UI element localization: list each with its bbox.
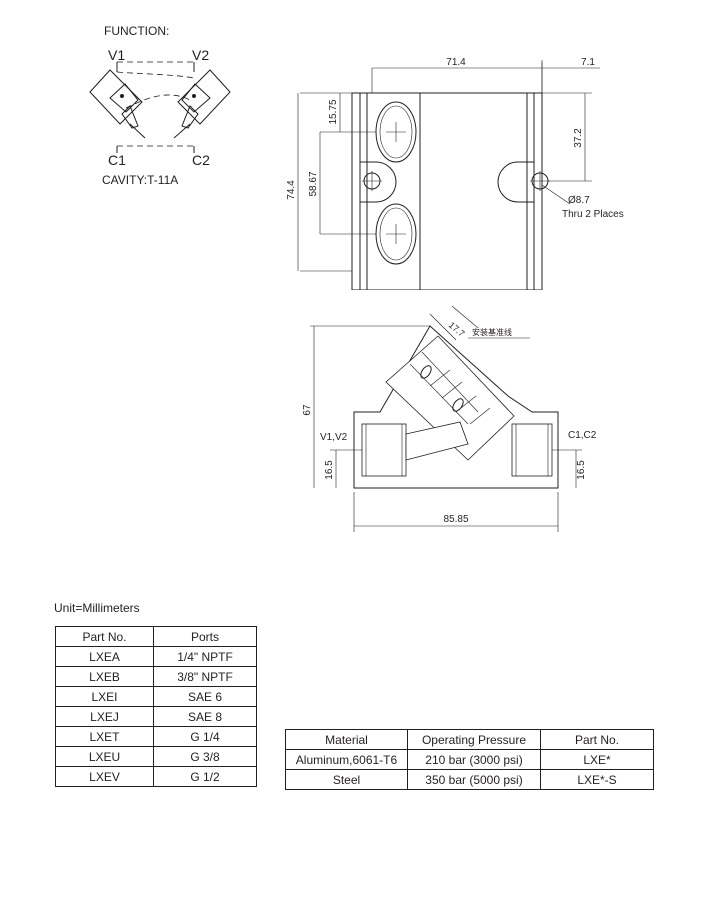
ports-table-header: Part No. Ports <box>55 626 257 647</box>
material-cell: Aluminum,6061-T6 <box>285 749 408 770</box>
dim-port-offset: 15.75 <box>328 99 339 124</box>
port-c2-label: C2 <box>192 152 210 168</box>
ports-cell: G 1/4 <box>153 726 257 747</box>
material-cell: Steel <box>285 769 408 790</box>
hole-dia: Ø8.7 <box>568 195 590 206</box>
hole-note: Thru 2 Places <box>562 209 624 220</box>
pressure-cell: 350 bar (5000 psi) <box>407 769 541 790</box>
function-label: FUNCTION: <box>104 24 170 38</box>
section-port-right: C1,C2 <box>568 430 597 441</box>
header-part-no: Part No. <box>540 729 654 750</box>
dim-height: 74.4 <box>286 180 297 200</box>
ports-cell: G 3/8 <box>153 746 257 767</box>
part-no-cell: LXE* <box>540 749 654 770</box>
section-dim-cavity: 17.7 <box>447 320 467 339</box>
dim-edge: 7.1 <box>581 57 595 68</box>
part-no-cell: LXEJ <box>55 706 154 727</box>
part-no-cell: LXEB <box>55 666 154 687</box>
part-no-cell: LXEU <box>55 746 154 767</box>
section-dim-port-left: 16.5 <box>324 460 335 480</box>
ports-cell: SAE 6 <box>153 686 257 707</box>
part-no-cell: LXEV <box>55 766 154 787</box>
section-datum-note: 安装基准线 <box>472 327 512 337</box>
section-port-left: V1,V2 <box>320 432 348 443</box>
ports-cell: SAE 8 <box>153 706 257 727</box>
pressure-cell: 210 bar (3000 psi) <box>407 749 541 770</box>
section-dim-length: 85.85 <box>443 514 468 525</box>
header-part-no: Part No. <box>55 626 154 647</box>
material-table: Material Operating Pressure Part No. Alu… <box>285 729 654 790</box>
header-ports: Ports <box>153 626 257 647</box>
part-no-cell: LXET <box>55 726 154 747</box>
ports-cell: G 1/2 <box>153 766 257 787</box>
unit-note: Unit=Millimeters <box>54 601 140 615</box>
part-no-cell: LXEA <box>55 646 154 667</box>
section-dim-port-right: 16.5 <box>576 460 587 480</box>
ports-cell: 3/8" NPTF <box>153 666 257 687</box>
dim-port-spacing: 58.67 <box>308 171 319 196</box>
ports-cell: 1/4" NPTF <box>153 646 257 667</box>
dim-hole-offset: 37.2 <box>573 128 584 148</box>
front-view-drawing: 71.4 7.1 74.4 58.67 15.75 37.2 Ø8.7 Thru… <box>286 57 624 290</box>
part-no-cell: LXE*-S <box>540 769 654 790</box>
material-table-header: Material Operating Pressure Part No. <box>285 729 654 750</box>
port-c1-label: C1 <box>108 152 126 168</box>
header-operating-pressure: Operating Pressure <box>407 729 541 750</box>
port-v2-label: V2 <box>192 47 209 63</box>
section-dim-height: 67 <box>302 404 313 416</box>
section-view-drawing: 67 16.5 V1,V2 16.5 C1,C2 85.85 17.7 安装基准… <box>302 305 597 532</box>
function-schematic: V1 V2 C1 C2 CAVITY:T-11A <box>89 47 231 187</box>
cavity-label: CAVITY:T-11A <box>102 173 178 187</box>
dim-width: 71.4 <box>446 57 466 68</box>
port-v1-label: V1 <box>108 47 125 63</box>
part-no-cell: LXEI <box>55 686 154 707</box>
header-material: Material <box>285 729 408 750</box>
